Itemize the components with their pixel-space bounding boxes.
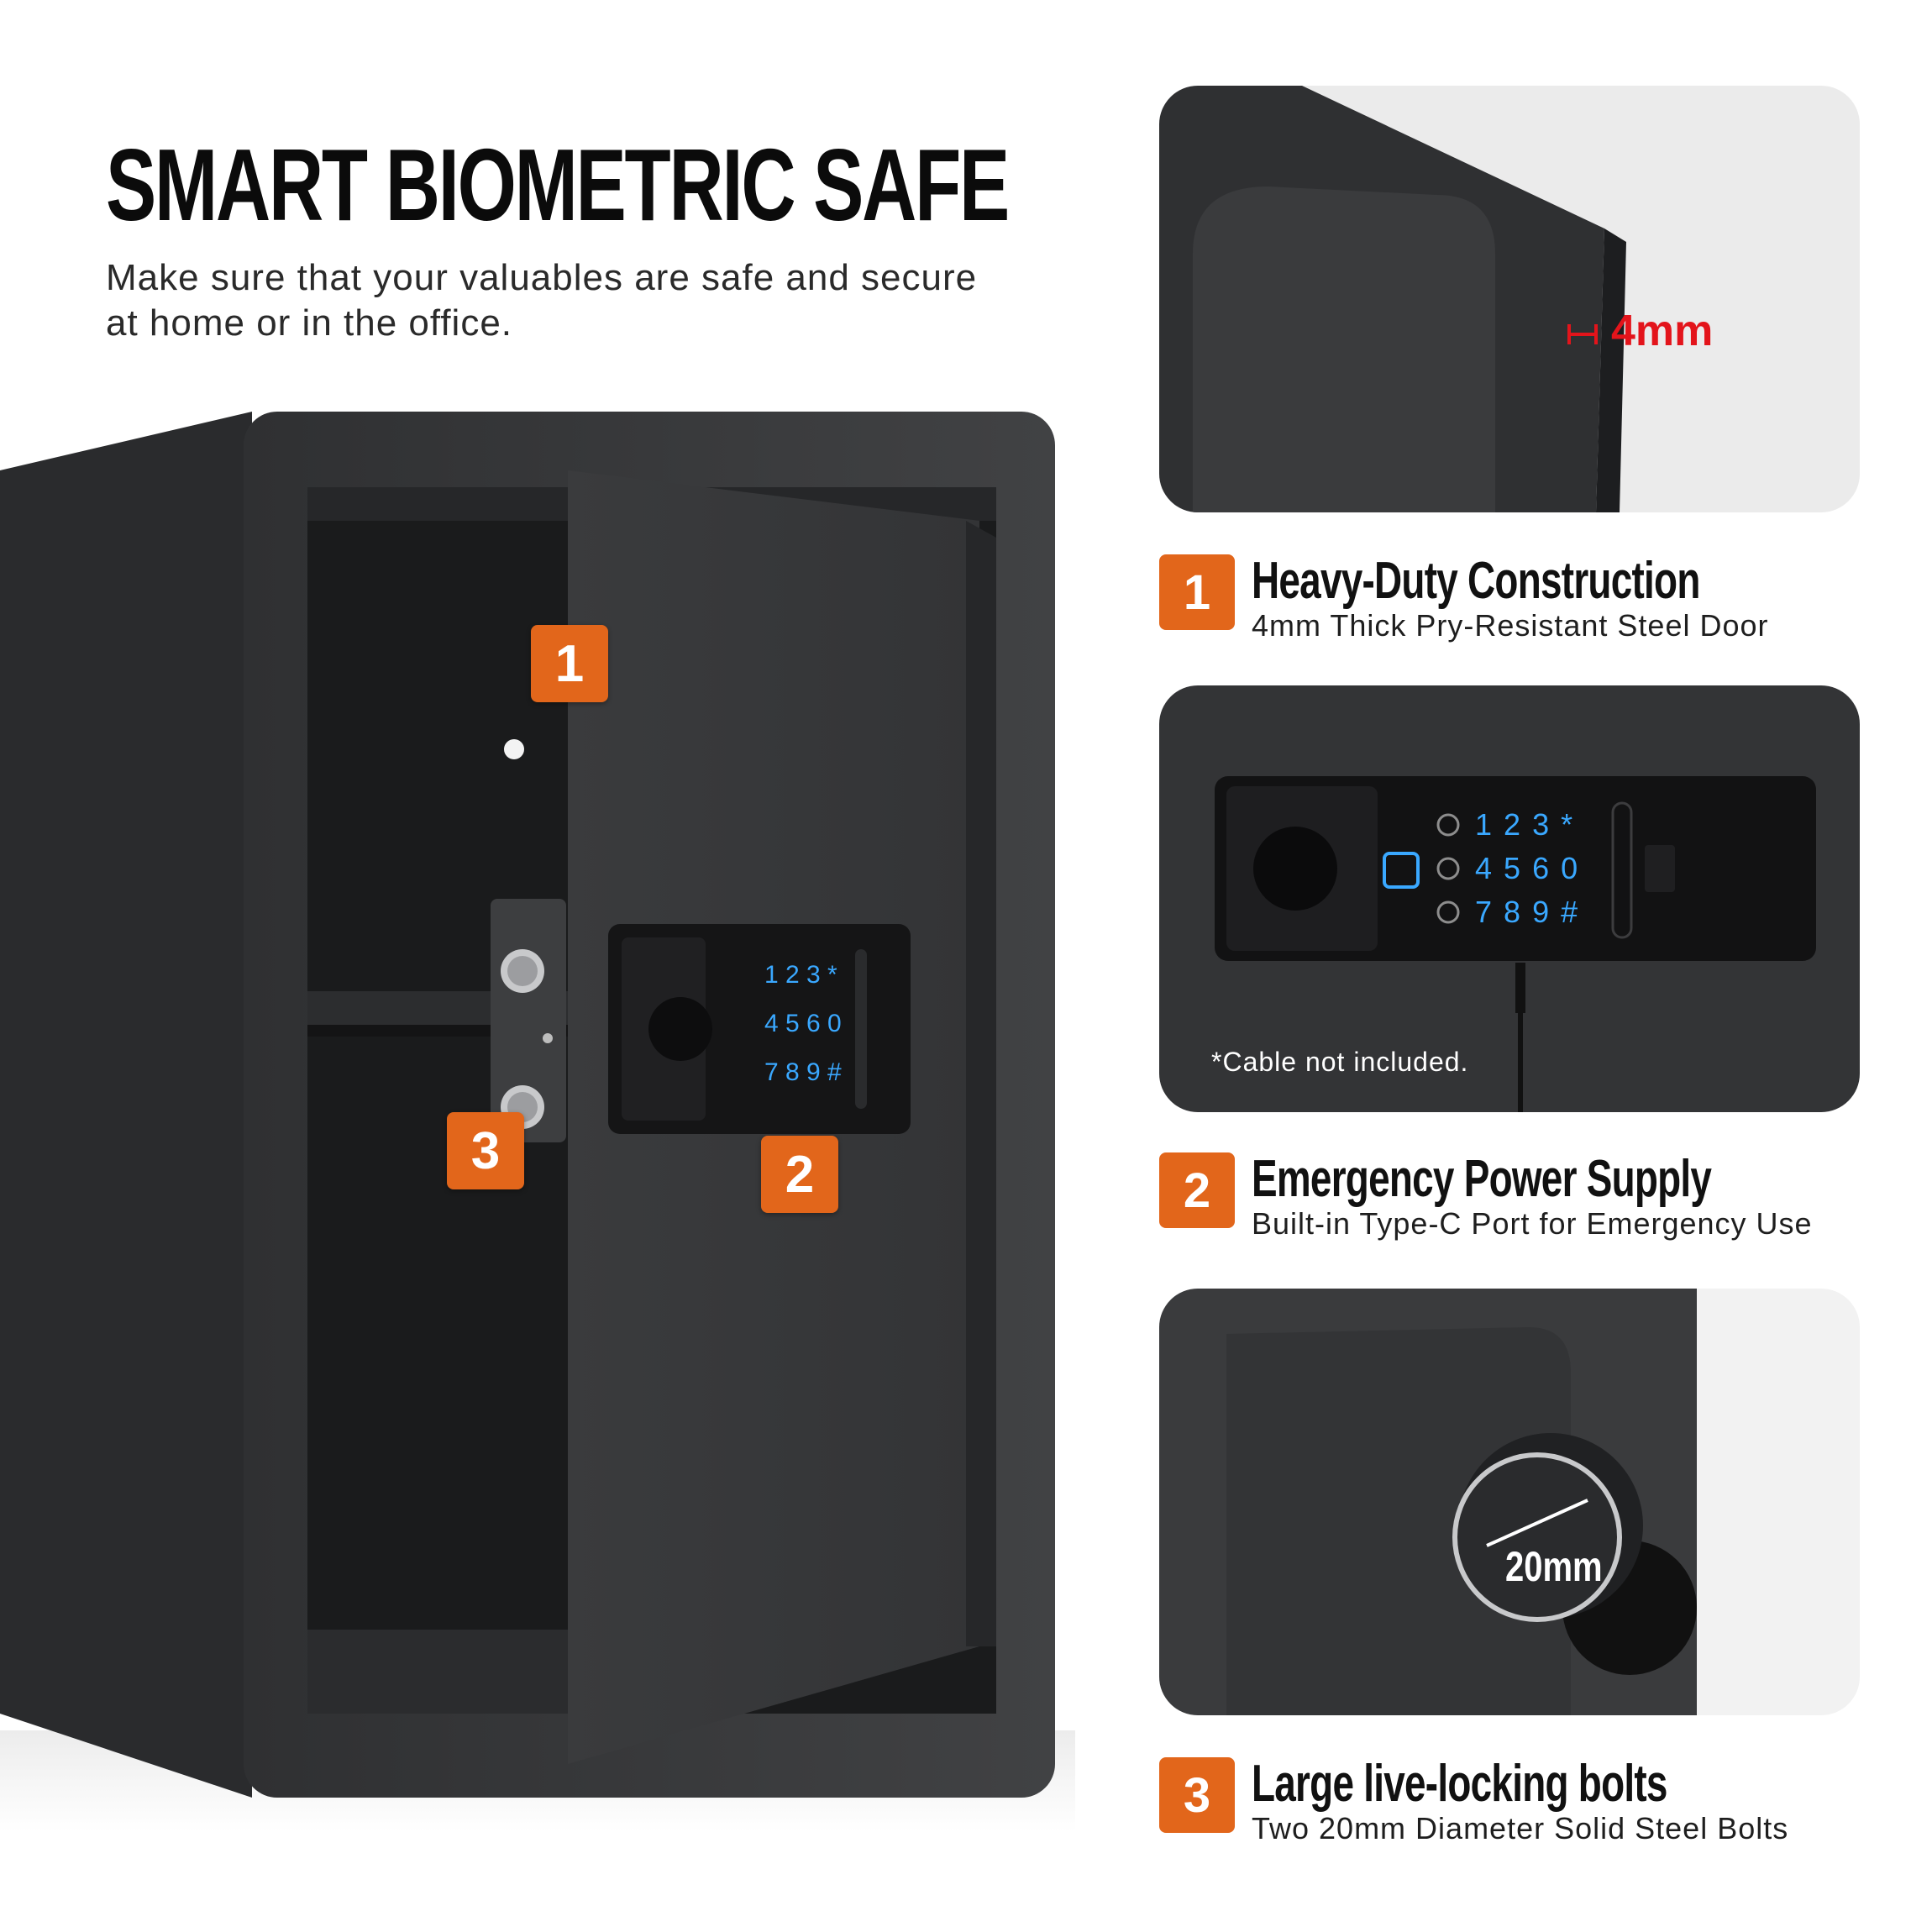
callout-1: 1 (531, 625, 608, 702)
safe-drawing: 1 2 3 * 4 5 6 0 7 8 9 # (0, 412, 1075, 1831)
feature-3-badge: 3 (1159, 1757, 1235, 1833)
door-thickness-label: 4mm (1611, 307, 1714, 355)
feature-1-title: Heavy-Duty Construction (1252, 552, 1700, 610)
door-thickness-photo: 4mm (1159, 86, 1860, 512)
feature-3-description: Two 20mm Diameter Solid Steel Bolts (1252, 1811, 1789, 1845)
keypad-photo: 123* 4560 789# *Cable not included. (1159, 685, 1860, 1112)
cable-note: *Cable not included. (1211, 1047, 1469, 1077)
bolt-diameter-label: 20mm (1505, 1543, 1603, 1590)
page-subtitle: Make sure that your valuables are safe a… (106, 257, 978, 344)
keypad-row-1: 123* (1475, 807, 1585, 842)
feature-1-description: 4mm Thick Pry-Resistant Steel Door (1252, 608, 1769, 643)
feature-2-description: Built-in Type-C Port for Emergency Use (1252, 1206, 1813, 1241)
door-keypad-row3: 7 8 9 # (764, 1058, 842, 1086)
callout-3: 3 (447, 1112, 524, 1189)
safe-illustration: 1 2 3 * 4 5 6 0 7 8 9 # (0, 403, 1075, 1835)
door-keypad-row2: 4 5 6 0 (764, 1010, 842, 1037)
feature-1-badge: 1 (1159, 554, 1235, 630)
keypad-row-2: 4560 (1475, 851, 1590, 885)
feature-2-title: Emergency Power Supply (1252, 1150, 1712, 1208)
keypad-drawing (1215, 776, 1816, 1112)
page-title: SMART BIOMETRIC SAFE (106, 128, 1010, 242)
callout-2: 2 (761, 1136, 838, 1213)
feature-2: 2 Emergency Power Supply Built-in Type-C… (1159, 1150, 1915, 1253)
feature-3: 3 Large live-locking bolts Two 20mm Diam… (1159, 1755, 1915, 1858)
keypad-row-3: 789# (1475, 895, 1590, 929)
bolt-drawing (1159, 1289, 1697, 1715)
feature-2-badge: 2 (1159, 1152, 1235, 1228)
feature-3-title: Large live-locking bolts (1252, 1755, 1667, 1813)
bolt-photo: 20mm (1159, 1289, 1860, 1715)
keypad-digits: 123* 4560 789# (1475, 803, 1609, 934)
feature-1: 1 Heavy-Duty Construction 4mm Thick Pry-… (1159, 552, 1915, 655)
door-edge-drawing (1159, 86, 1626, 512)
door-keypad-row1: 1 2 3 * (764, 961, 837, 989)
